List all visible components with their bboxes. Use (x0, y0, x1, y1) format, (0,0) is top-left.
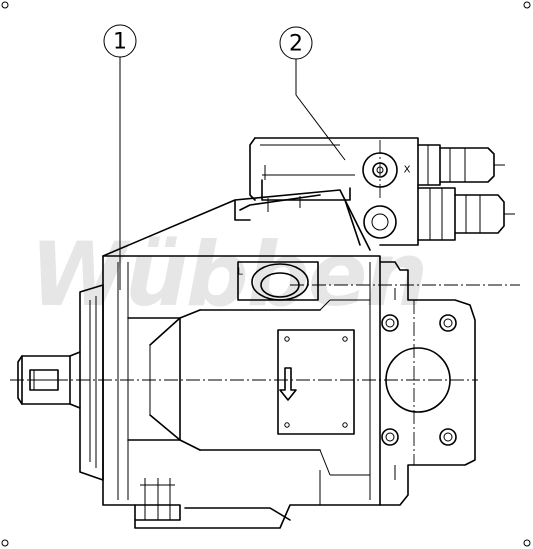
leader-lines (119, 57, 346, 290)
port-plate (379, 261, 476, 506)
center-lines (10, 140, 520, 465)
control-valve: X (102, 137, 419, 257)
adjust-screw-upper (417, 144, 505, 186)
callout-1: 1 (103, 24, 137, 58)
callout-1-number: 1 (113, 30, 127, 55)
nameplate (277, 329, 355, 435)
callout-2: 2 (279, 26, 313, 60)
adjust-screw-lower (417, 187, 515, 241)
drain-port: L (237, 261, 319, 301)
drive-shaft (17, 351, 81, 409)
valve-mark: X (404, 165, 411, 176)
port-mark: L (237, 267, 243, 278)
pump-housing (102, 255, 381, 529)
callout-2-number: 2 (289, 32, 303, 57)
